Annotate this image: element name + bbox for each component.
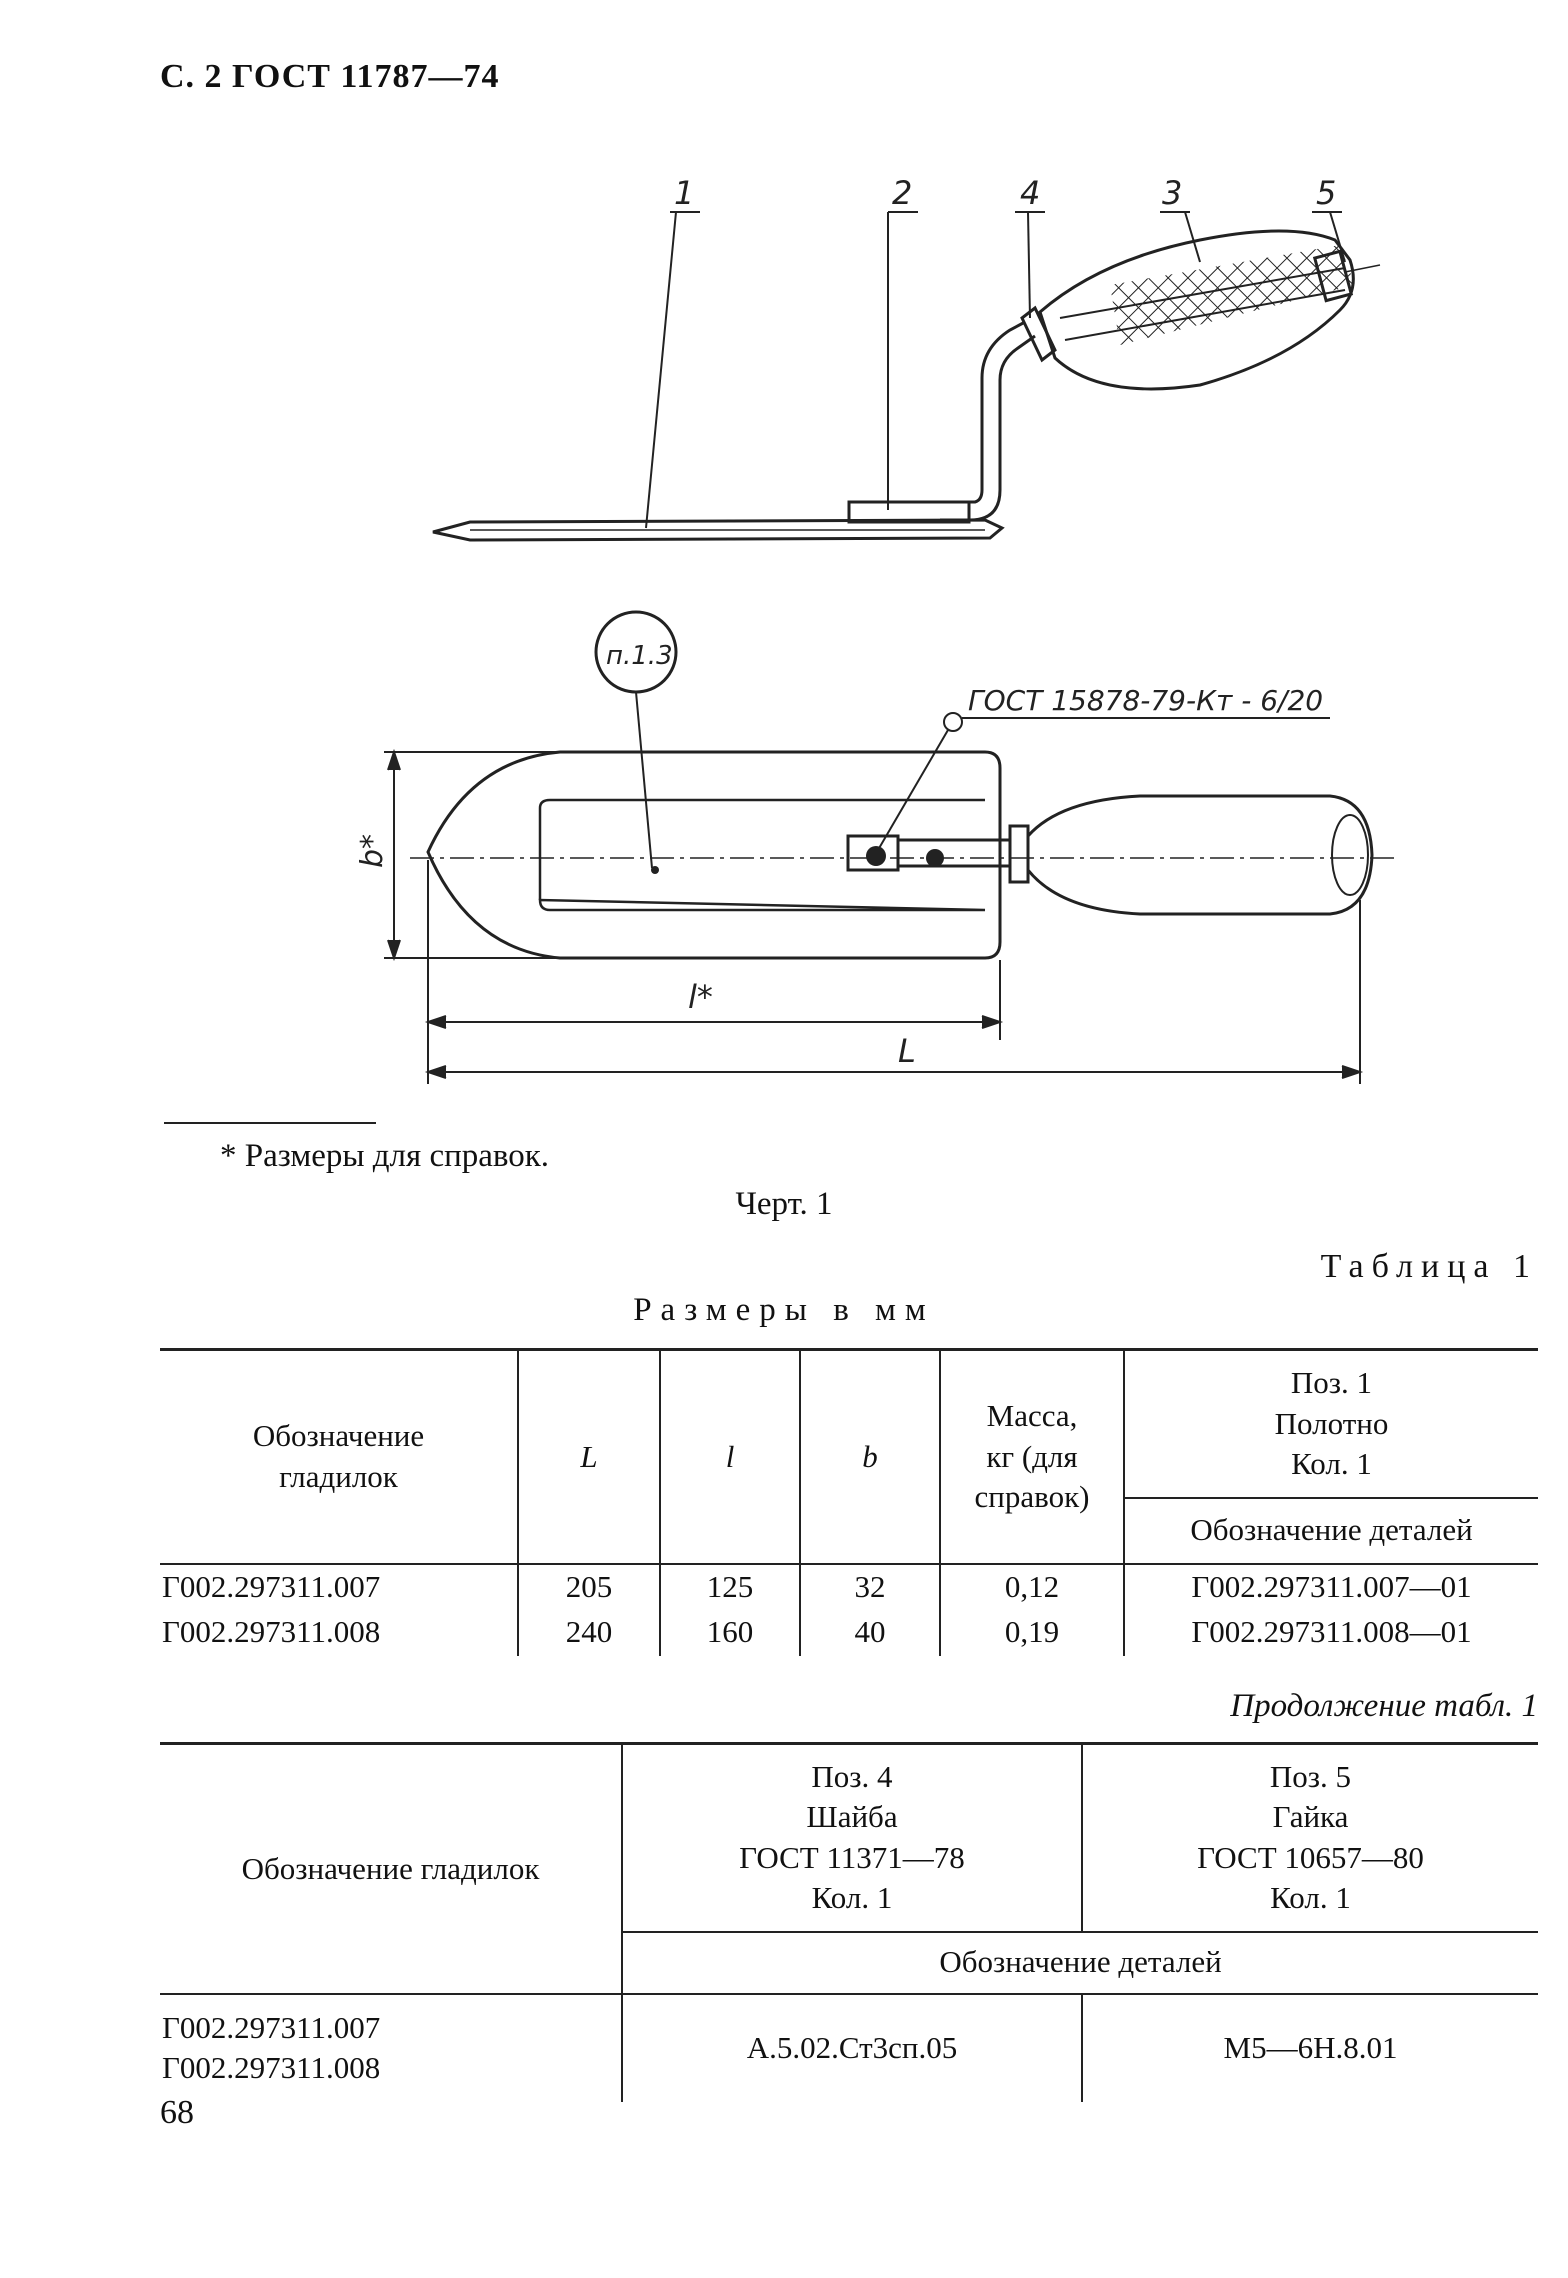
col-header-mass: Масса, кг (для справок) — [940, 1348, 1125, 1565]
table-row: Г002.297311.008 240 160 40 0,19 Г002.297… — [160, 1609, 1538, 1656]
neck-top — [896, 838, 1012, 868]
page-number: 68 — [160, 2094, 194, 2131]
col-header-b: b — [800, 1348, 941, 1565]
cont-cell-nut: М5—6Н.8.01 — [1223, 2029, 1398, 2065]
table-1: Обозначение гладилок L l b Масса, кг (дл… — [160, 1348, 1538, 1656]
cell-designation: Г002.297311.007 — [160, 1563, 519, 1610]
table-row: Г002.297311.007 205 125 32 0,12 Г002.297… — [160, 1563, 1538, 1610]
cell-mass: 0,19 — [940, 1609, 1125, 1656]
callout-2: 2 — [892, 174, 912, 212]
handle-top — [1026, 794, 1374, 916]
cell-b: 32 — [800, 1563, 941, 1610]
cont-cell-washer: А.5.02.Ст3сп.05 — [622, 1993, 1083, 2102]
table-1-continuation: Обозначение гладилок Поз. 4 Шайба ГОСТ 1… — [160, 1742, 1538, 2102]
col-header-pos1: Поз. 1 Полотно Кол. 1 — [1124, 1348, 1538, 1499]
col-header-L: L — [518, 1348, 661, 1565]
cont-header-pos4: Поз. 4 Шайба ГОСТ 11371—78 Кол. 1 — [622, 1742, 1083, 1933]
cont-cell-designations: Г002.297311.007 Г002.297311.008 — [160, 1993, 623, 2102]
callout-3: 3 — [1162, 174, 1182, 212]
cell-part: Г002.297311.008—01 — [1191, 1614, 1472, 1650]
handle-side — [1038, 229, 1355, 391]
cell-mass: 0,12 — [940, 1563, 1125, 1610]
col-header-designation: Обозначение гладилок — [160, 1348, 519, 1565]
cell-L: 205 — [518, 1563, 661, 1610]
figure-caption: Черт. 1 — [735, 1186, 833, 1222]
washer-side — [1020, 305, 1057, 363]
cell-designation: Г002.297311.008 — [160, 1609, 519, 1656]
table-units: Размеры в мм — [633, 1292, 935, 1328]
cell-l: 160 — [660, 1609, 801, 1656]
cont-header-parts: Обозначение деталей — [622, 1931, 1538, 1995]
weld-note: ГОСТ 15878-79-Кт - 6/20 — [968, 684, 1323, 717]
dim-L: L — [898, 1032, 916, 1070]
blade-side — [432, 518, 1005, 542]
blade-top — [426, 750, 1002, 960]
washer-top — [1008, 824, 1030, 884]
cont-header-pos5: Поз. 5 Гайка ГОСТ 10657—80 Кол. 1 — [1082, 1742, 1538, 1933]
table-title: Таблица 1 — [1320, 1248, 1538, 1285]
callout-1: 1 — [674, 174, 694, 212]
col-header-l: l — [660, 1348, 801, 1565]
footnote: * Размеры для справок. — [220, 1138, 550, 1174]
dim-l-star: l* — [688, 978, 713, 1016]
page-header: С. 2 ГОСТ 11787—74 — [160, 58, 500, 95]
col-header-parts: Обозначение деталей — [1124, 1497, 1538, 1565]
cell-l: 125 — [660, 1563, 801, 1610]
callout-5: 5 — [1316, 174, 1336, 212]
cell-part: Г002.297311.007—01 — [1191, 1568, 1472, 1604]
blade-top-inner — [538, 798, 986, 912]
cont-header-designation: Обозначение гладилок — [160, 1742, 623, 1995]
footnote-rule — [164, 1122, 376, 1124]
neck — [940, 334, 1036, 522]
continuation-title: Продолжение табл. 1 — [1230, 1688, 1538, 1724]
table-row: Г002.297311.007 Г002.297311.008 А.5.02.С… — [160, 1993, 1538, 2102]
clause-ref: п.1.3 — [606, 641, 673, 671]
dim-b: b* — [355, 834, 390, 868]
cell-L: 240 — [518, 1609, 661, 1656]
technical-drawing: 1 2 4 3 5 п.1.3 ГОСТ 15878-79-Кт - 6/20 … — [355, 174, 1400, 1084]
base-plate — [847, 500, 971, 524]
callout-4: 4 — [1020, 174, 1040, 212]
cell-b: 40 — [800, 1609, 941, 1656]
